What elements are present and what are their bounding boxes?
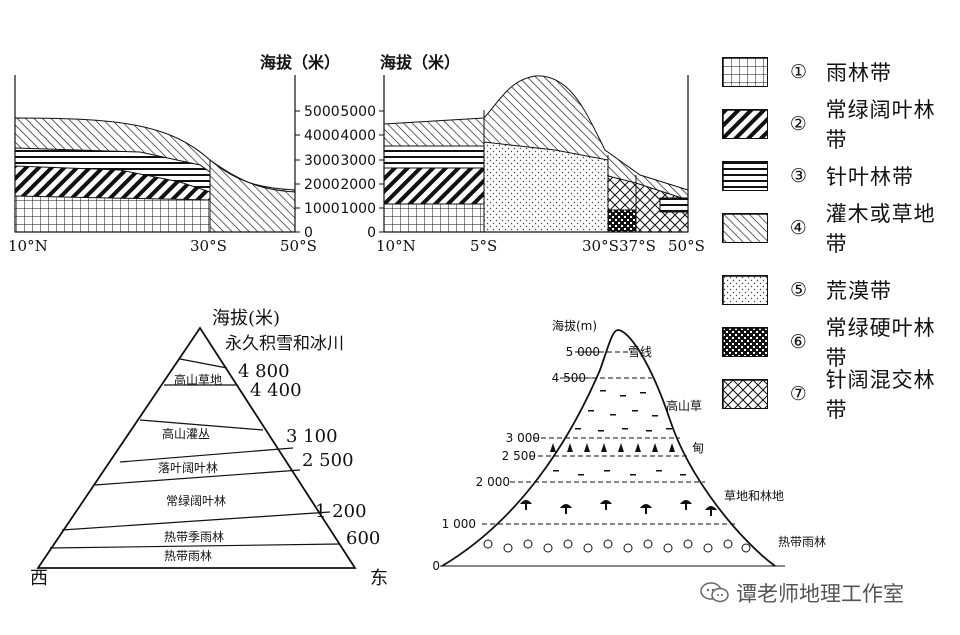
pyramid-zone-label: 高山灌丛	[162, 426, 210, 441]
profile2-y-tick: 1000	[340, 201, 376, 217]
legend-number: ③	[790, 165, 808, 187]
profile2-y-tick: 4000	[340, 128, 376, 144]
pyramid-elevation: 3 100	[286, 426, 338, 447]
legend-item: ③ 针叶林带	[722, 159, 914, 193]
profile2-evergreen-broadleaf-zone	[383, 167, 485, 205]
pyramid-zone-label: 高山草地	[174, 372, 222, 387]
profile2-x-tick: 50°S	[668, 237, 705, 255]
mountain-y-tick: 2 000	[476, 475, 510, 489]
legend-label: 常绿阔叶林带	[825, 98, 936, 152]
profile2-x-tick: 10°N	[376, 237, 416, 255]
profile1-y-tick: 4000	[304, 128, 340, 144]
mountain-y-tick: 1 000	[442, 517, 476, 531]
profile1-y-tick: 3000	[304, 153, 340, 169]
pyramid-zone-label: 常绿阔叶林	[166, 493, 226, 508]
mountain-y-tick: 5 000	[566, 345, 600, 359]
chat-bubble-icon	[700, 582, 729, 603]
profile2-coniferous-zone-south	[659, 197, 689, 213]
legend-item: ⑤ 荒漠带	[722, 273, 892, 307]
profile2-x-tick: 37°S	[619, 237, 656, 255]
profile2-x-tick: 5°S	[470, 237, 497, 255]
profile2-y-tick: 3000	[340, 153, 376, 169]
pyramid-zone-label: 热带雨林	[164, 549, 212, 563]
mountain-zone-label: 雪线	[628, 345, 652, 359]
pyramid-zone-label: 落叶阔叶林	[158, 461, 218, 475]
profile2-x-tick: 30°S	[582, 237, 619, 255]
pyramid-elevation: 2 500	[302, 450, 354, 471]
pyramid-elevation: 600	[346, 528, 380, 549]
watermark: 谭老师地理工作室	[700, 578, 904, 608]
legend-label: 针叶林带	[826, 165, 914, 189]
mountain-diagram: 海拔(m) 5 000 4 500 3 000 2 500 2 000 1 00…	[432, 318, 826, 573]
legend-number: ⑤	[790, 279, 808, 301]
mountain-zone-label: 甸	[692, 441, 704, 455]
mountain-outline	[441, 329, 776, 567]
profile1-y-title: 海拔（米）	[260, 53, 340, 72]
legend-item: ① 雨林带	[722, 55, 892, 89]
profile2-y-tick: 2000	[340, 177, 376, 193]
coniferous-swatch	[722, 161, 768, 191]
pyramid-zone-label: 热带季雨林	[164, 530, 224, 544]
legend-label: 荒漠带	[826, 279, 892, 303]
evergreen-broadleaf-swatch	[722, 109, 768, 139]
desert-swatch	[722, 275, 768, 305]
legend-number: ①	[790, 61, 808, 83]
legend-label: 灌木或草地带	[825, 202, 936, 256]
savanna-tree-icons	[520, 500, 717, 516]
mixed-forest-swatch	[722, 379, 768, 409]
legend-label: 针阔混交林带	[825, 368, 936, 422]
profile-chart-1: 海拔（米） 5000 4000 3000 2000 1000 0 10°N 30…	[8, 53, 340, 255]
profile1-y-tick: 1000	[304, 201, 340, 217]
rainforest-swatch	[722, 57, 768, 87]
legend-label: 常绿硬叶林带	[825, 316, 936, 370]
mountain-zone-label: 草地和林地	[724, 489, 784, 503]
mountain-title: 海拔(m)	[552, 318, 597, 333]
watermark-text: 谭老师地理工作室	[736, 582, 904, 606]
profile2-rainforest-zone	[383, 203, 485, 233]
pyramid-title: 海拔(米)	[212, 308, 280, 329]
pyramid-outline	[36, 326, 357, 569]
profile1-y-tick: 0	[304, 225, 313, 241]
rainforest-tree-icons	[483, 539, 751, 553]
pyramid-diagram: 海拔(米) 永久积雪和冰川 高山草地 高山灌丛 落叶阔叶林 常绿阔叶林 热带季雨…	[30, 308, 388, 589]
profile-chart-2: 海拔（米） 5000 4000 3000 2000 1000 0 10°N 5°…	[340, 53, 705, 255]
legend-item: ④ 灌木或草地带	[722, 202, 957, 256]
mountain-y-tick: 3 000	[506, 431, 540, 445]
pyramid-elevation: 1 200	[315, 501, 367, 522]
mountain-y-tick: 2 500	[502, 449, 536, 463]
profile1-x-tick: 30°S	[190, 237, 227, 255]
pyramid-zone-label: 永久积雪和冰川	[225, 334, 344, 354]
profile2-y-tick: 5000	[340, 104, 376, 120]
profile1-y-tick: 5000	[304, 104, 340, 120]
legend-item: ⑦ 针阔混交林带	[722, 368, 957, 422]
sclerophyll-swatch	[722, 327, 768, 357]
profile2-sclerophyll-zone	[607, 209, 637, 233]
legend-label: 雨林带	[826, 61, 892, 85]
mountain-zone-label: 高山草	[666, 398, 702, 413]
profile2-y-tick: 0	[367, 225, 376, 241]
profile1-rainforest-zone	[14, 195, 211, 233]
profile1-y-tick: 2000	[304, 177, 340, 193]
legend-number: ⑥	[789, 331, 807, 353]
shrub-grass-swatch	[722, 213, 768, 243]
pyramid-elevation: 4 400	[250, 380, 302, 401]
pyramid-elevation: 4 800	[238, 361, 290, 382]
profile1-x-tick: 50°S	[280, 237, 317, 255]
legend-number: ②	[789, 113, 807, 135]
mountain-y-tick: 4 500	[552, 371, 586, 385]
profile2-y-title: 海拔（米）	[380, 53, 460, 72]
legend-item: ⑥ 常绿硬叶林带	[722, 316, 957, 370]
mountain-zone-label: 热带雨林	[778, 535, 826, 549]
pyramid-west-label: 西	[30, 568, 48, 589]
profile1-x-tick: 10°N	[8, 237, 48, 255]
legend-item: ② 常绿阔叶林带	[722, 98, 957, 152]
legend-number: ④	[789, 217, 807, 239]
alpine-meadow-dashes	[553, 390, 686, 476]
pyramid-east-label: 东	[370, 568, 388, 589]
legend-number: ⑦	[789, 383, 807, 405]
mountain-y-tick: 0	[432, 559, 440, 573]
